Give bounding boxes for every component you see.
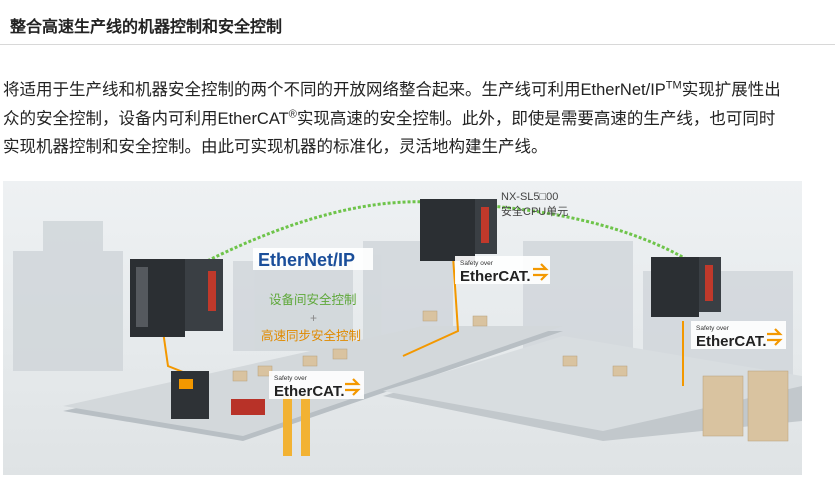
high-speed-safety-label: 高速同步安全控制: [261, 328, 361, 343]
trademark-sup: TM: [665, 79, 682, 92]
controller-unit-center: [420, 199, 497, 261]
description-paragraph: 将适用于生产线和机器安全控制的两个不同的开放网络整合起来。生产线可利用Ether…: [3, 76, 833, 162]
ethercat-link-center: [402, 255, 460, 357]
cpu-name-label: 安全CPU单元: [501, 204, 568, 218]
cpu-model-label: NX-SL5□00: [501, 191, 558, 203]
ethernet-ip-logo-bg: [253, 248, 373, 270]
ethercat-badge-left: Safety over EtherCAT.: [269, 371, 364, 400]
controller-unit-left: [130, 259, 223, 337]
registered-sup: ®: [288, 108, 297, 120]
title-divider: [0, 44, 835, 45]
controller-unit-right: [651, 257, 721, 317]
ethercat-link-left: [162, 330, 194, 377]
svg-text:EtherCAT.: EtherCAT.: [274, 383, 345, 400]
ethernet-ip-logo: EtherNet/IP: [258, 250, 355, 270]
servo-drive: [171, 371, 209, 419]
ethercat-badge-center: Safety over EtherCAT.: [455, 256, 550, 285]
svg-text:EtherCAT.: EtherCAT.: [460, 268, 531, 285]
description-line-3: 实现机器控制和安全控制。由此可实现机器的标准化，灵活地构建生产线。: [3, 138, 548, 156]
svg-text:EtherCAT.: EtherCAT.: [696, 333, 767, 350]
svg-text:Safety over: Safety over: [460, 260, 494, 267]
factory-scene: NX-SL5□00 安全CPU单元 EtherNet/IP 设备间安全控制 + …: [13, 191, 802, 456]
safety-light-curtain: [283, 396, 310, 456]
safety-laser-scanner: [231, 399, 265, 415]
plus-label: +: [310, 311, 317, 325]
svg-text:Safety over: Safety over: [274, 375, 308, 382]
section-title: 整合高速生产线的机器控制和安全控制: [10, 19, 283, 36]
ethercat-badge-right: Safety over EtherCAT.: [691, 321, 786, 350]
network-illustration: NX-SL5□00 安全CPU单元 EtherNet/IP 设备间安全控制 + …: [3, 181, 802, 475]
description-line-1: 将适用于生产线和机器安全控制的两个不同的开放网络整合起来。生产线可利用Ether…: [3, 79, 781, 99]
svg-text:Safety over: Safety over: [696, 325, 730, 332]
product-boxes: [232, 310, 789, 442]
description-line-2: 众的安全控制，设备内可利用EtherCAT®实现高速的安全控制。此外，即使是需要…: [3, 108, 776, 128]
inter-device-safety-label: 设备间安全控制: [269, 292, 357, 307]
